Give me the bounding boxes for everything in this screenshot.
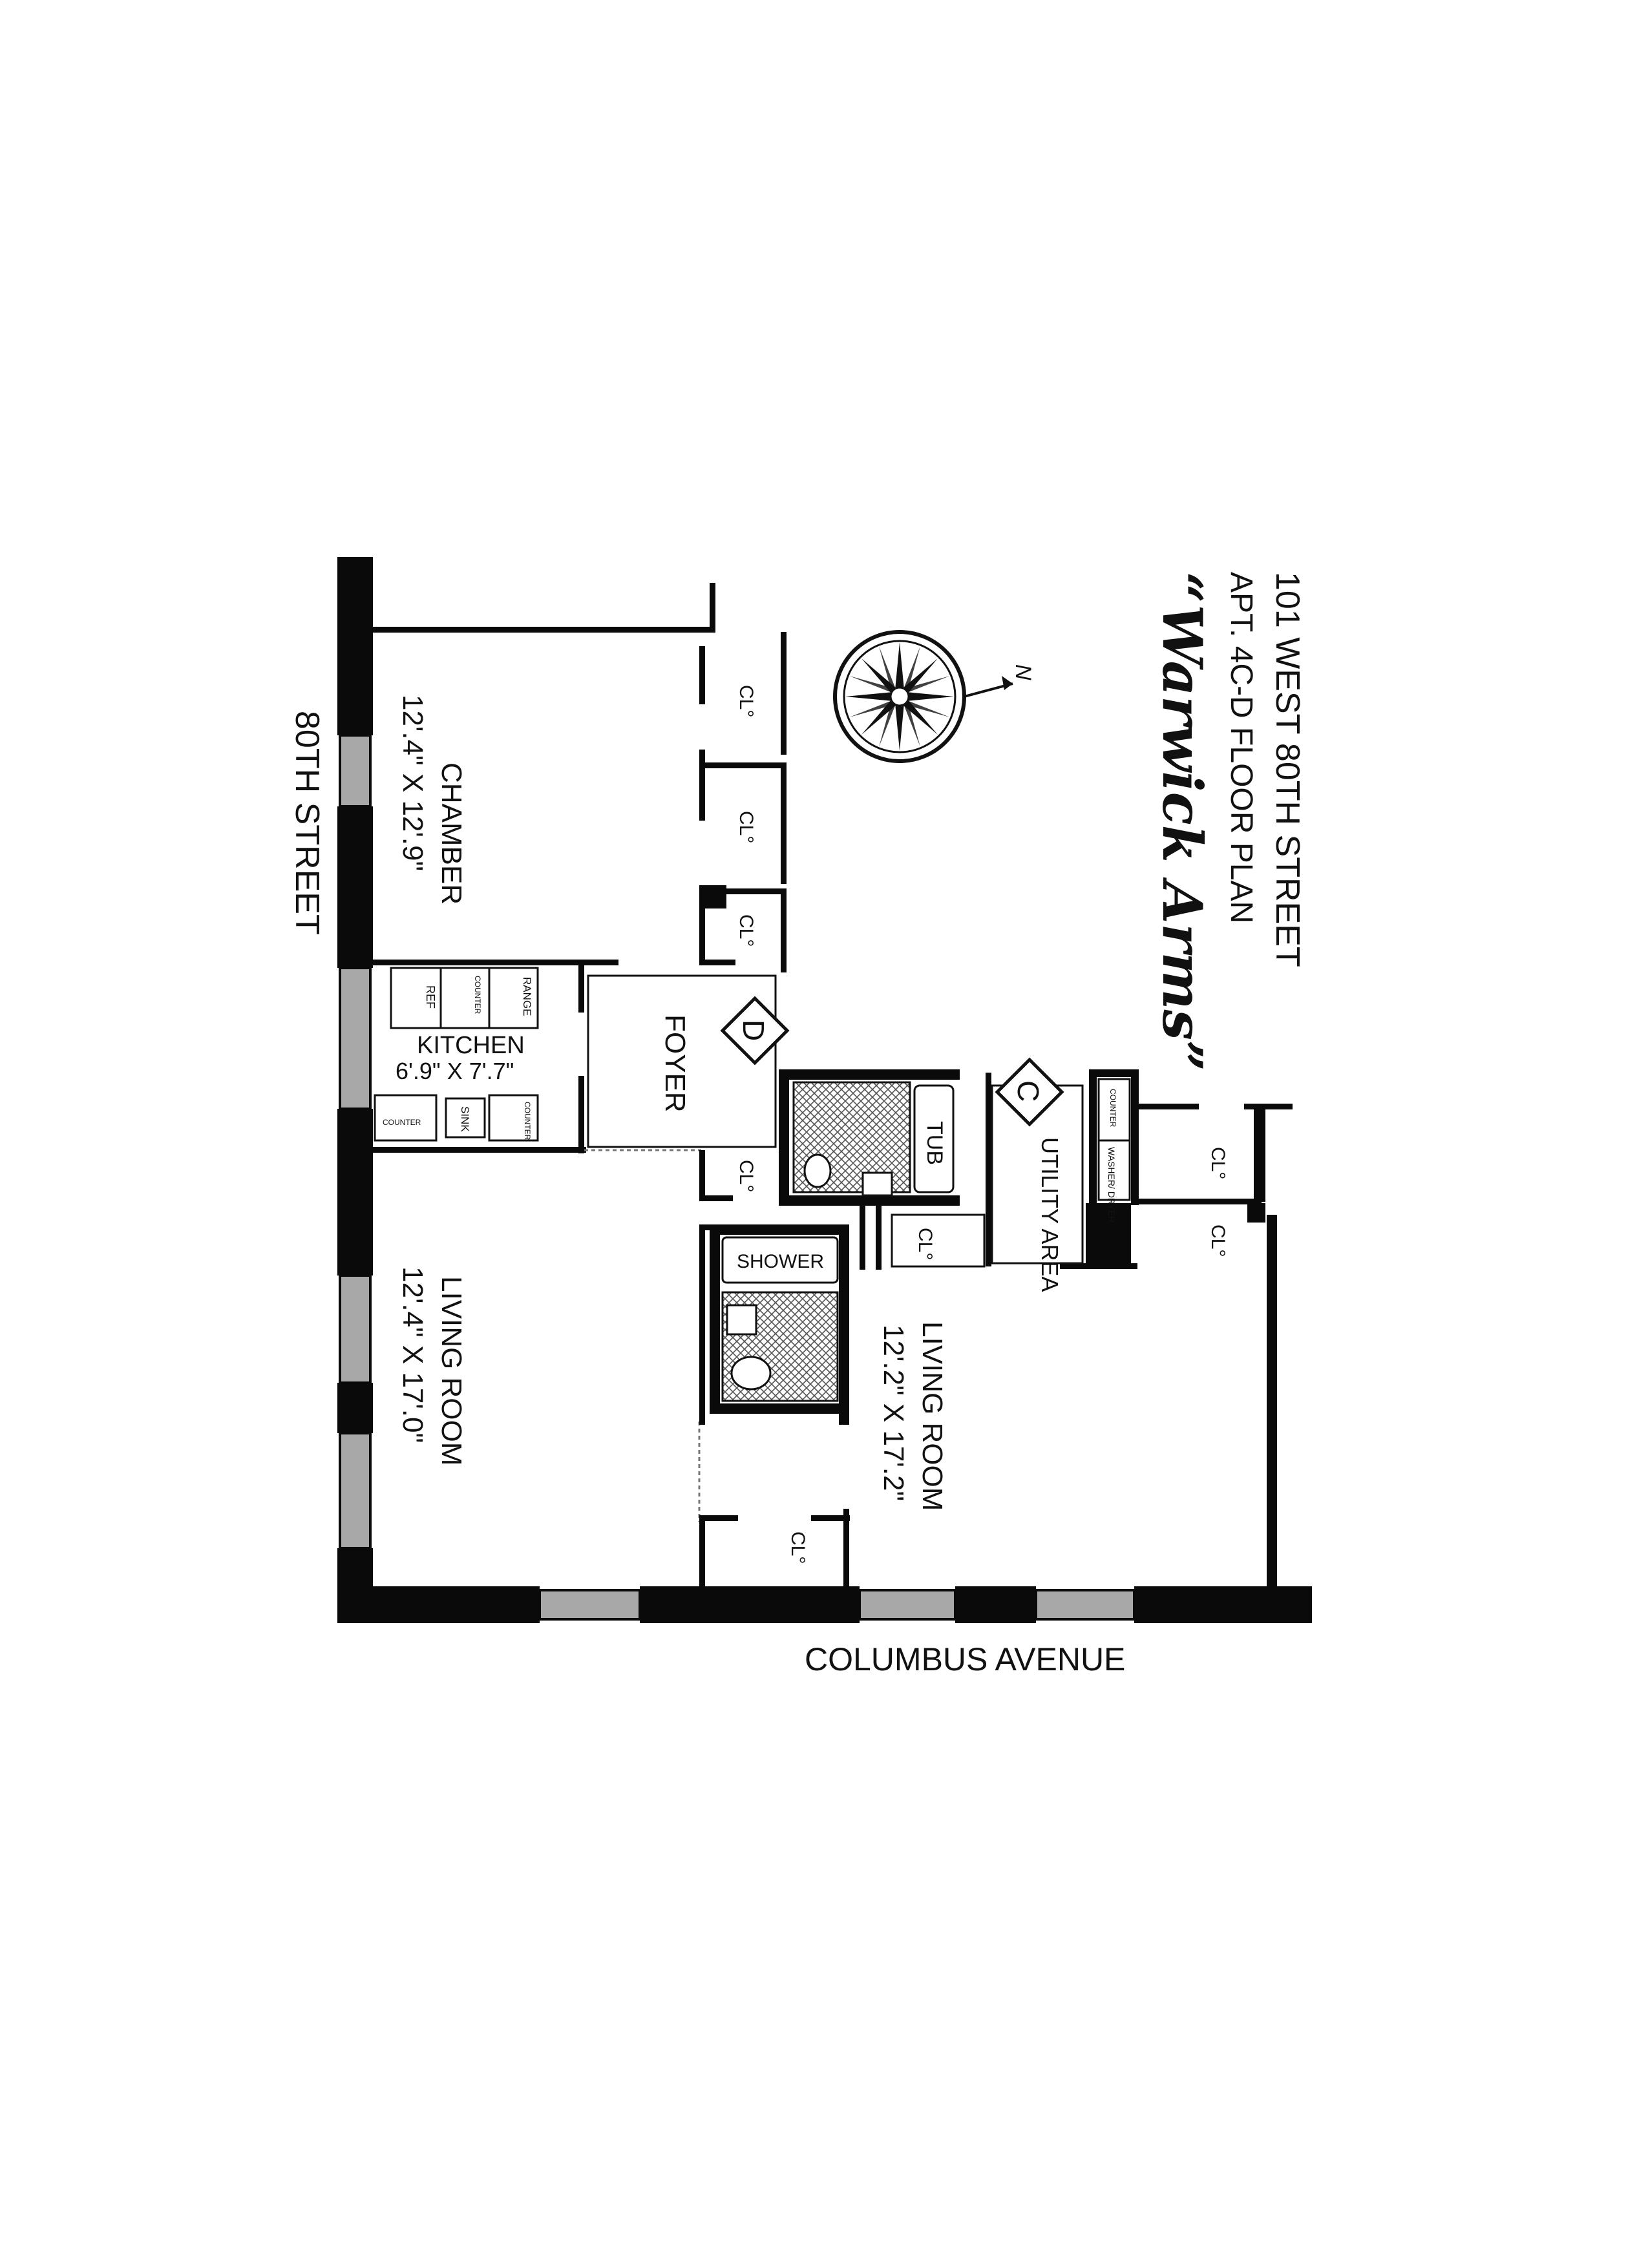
window <box>339 1432 372 1549</box>
living-d-size: 12'.4" X 17'.0" <box>397 1266 428 1443</box>
shower-label: SHOWER <box>737 1251 824 1272</box>
closet-label-3: CL° <box>735 914 757 947</box>
unit-d-letter: D <box>737 1020 770 1041</box>
interior-walls <box>373 583 1293 1593</box>
closet-label-4: CL° <box>735 1160 757 1192</box>
kitchen-counter <box>439 967 491 1029</box>
kitchen-counter-bottom <box>374 1094 438 1142</box>
fixtures <box>374 967 1131 1402</box>
range <box>488 967 539 1029</box>
bathtub <box>913 1084 955 1193</box>
refrigerator <box>390 967 442 1029</box>
washer-dryer <box>1097 1139 1131 1201</box>
compass-north: N <box>1011 664 1035 680</box>
range-label: RANGE <box>521 977 533 1016</box>
unit-c-marker: C <box>995 1057 1064 1127</box>
shower-sink <box>726 1304 757 1336</box>
kitchen-size: 6'.9" X 7'.7" <box>396 1058 514 1084</box>
window <box>339 1274 372 1384</box>
counter-label: COUNTER <box>473 976 482 1014</box>
unit-c-letter: C <box>1011 1080 1045 1102</box>
closet-label-5: CL° <box>914 1228 936 1260</box>
living-d-name: LIVING ROOM <box>436 1276 467 1465</box>
living-c-size: 12'.2" X 17'.2" <box>878 1325 909 1501</box>
window <box>1035 1589 1136 1621</box>
utility-counter-label: COUNTER <box>1108 1089 1117 1128</box>
labels: 101 WEST 80TH STREET APT. 4C-D FLOOR PLA… <box>288 572 1306 1677</box>
plan-text: APT. 4C-D FLOOR PLAN <box>1224 572 1258 923</box>
window <box>339 967 372 1110</box>
utility-name: UTILITY AREA <box>1037 1137 1063 1292</box>
toilet <box>803 1153 832 1188</box>
exterior-walls <box>337 557 1312 1623</box>
washer-dryer-label: WASHER/ DRYER <box>1106 1147 1117 1223</box>
utility-counter <box>1097 1078 1131 1142</box>
living-c-name: LIVING ROOM <box>916 1321 948 1511</box>
avenue-label: COLUMBUS AVENUE <box>805 1641 1125 1677</box>
chamber-name: CHAMBER <box>436 762 467 905</box>
side-street-label: 80TH STREET <box>288 711 326 935</box>
sink-label: SINK <box>459 1106 471 1132</box>
compass-rose-icon: N <box>833 630 1035 763</box>
closet-label-2: CL° <box>735 811 757 843</box>
building-name: “Warwick Arms” <box>1150 572 1214 1071</box>
closet-label-7: CL° <box>1207 1224 1229 1257</box>
sink <box>445 1097 486 1139</box>
ref-label: REF <box>424 985 437 1009</box>
kitchen-counter-right <box>488 1094 539 1142</box>
tub-label: TUB <box>922 1121 947 1165</box>
window <box>538 1589 641 1621</box>
window <box>339 734 372 808</box>
foyer-area <box>587 974 777 1148</box>
kitchen-name: KITCHEN <box>417 1032 525 1059</box>
closet-label-6: CL° <box>1207 1147 1229 1179</box>
closet-label-8: CL° <box>787 1531 808 1564</box>
unit-d-marker: D <box>720 996 790 1066</box>
counter-label-bottom: COUNTER <box>383 1118 421 1127</box>
closet-frame <box>891 1213 986 1268</box>
shower-toilet <box>730 1356 772 1391</box>
closet-label-1: CL° <box>735 685 757 717</box>
chamber-size: 12'.4" X 12'.9" <box>397 695 428 871</box>
window <box>858 1589 956 1621</box>
foyer-name: FOYER <box>659 1014 691 1113</box>
shower <box>721 1236 839 1284</box>
address-text: 101 WEST 80TH STREET <box>1269 572 1306 967</box>
bath-sink <box>861 1171 893 1197</box>
counter-label-right: COUNTER <box>523 1102 532 1140</box>
